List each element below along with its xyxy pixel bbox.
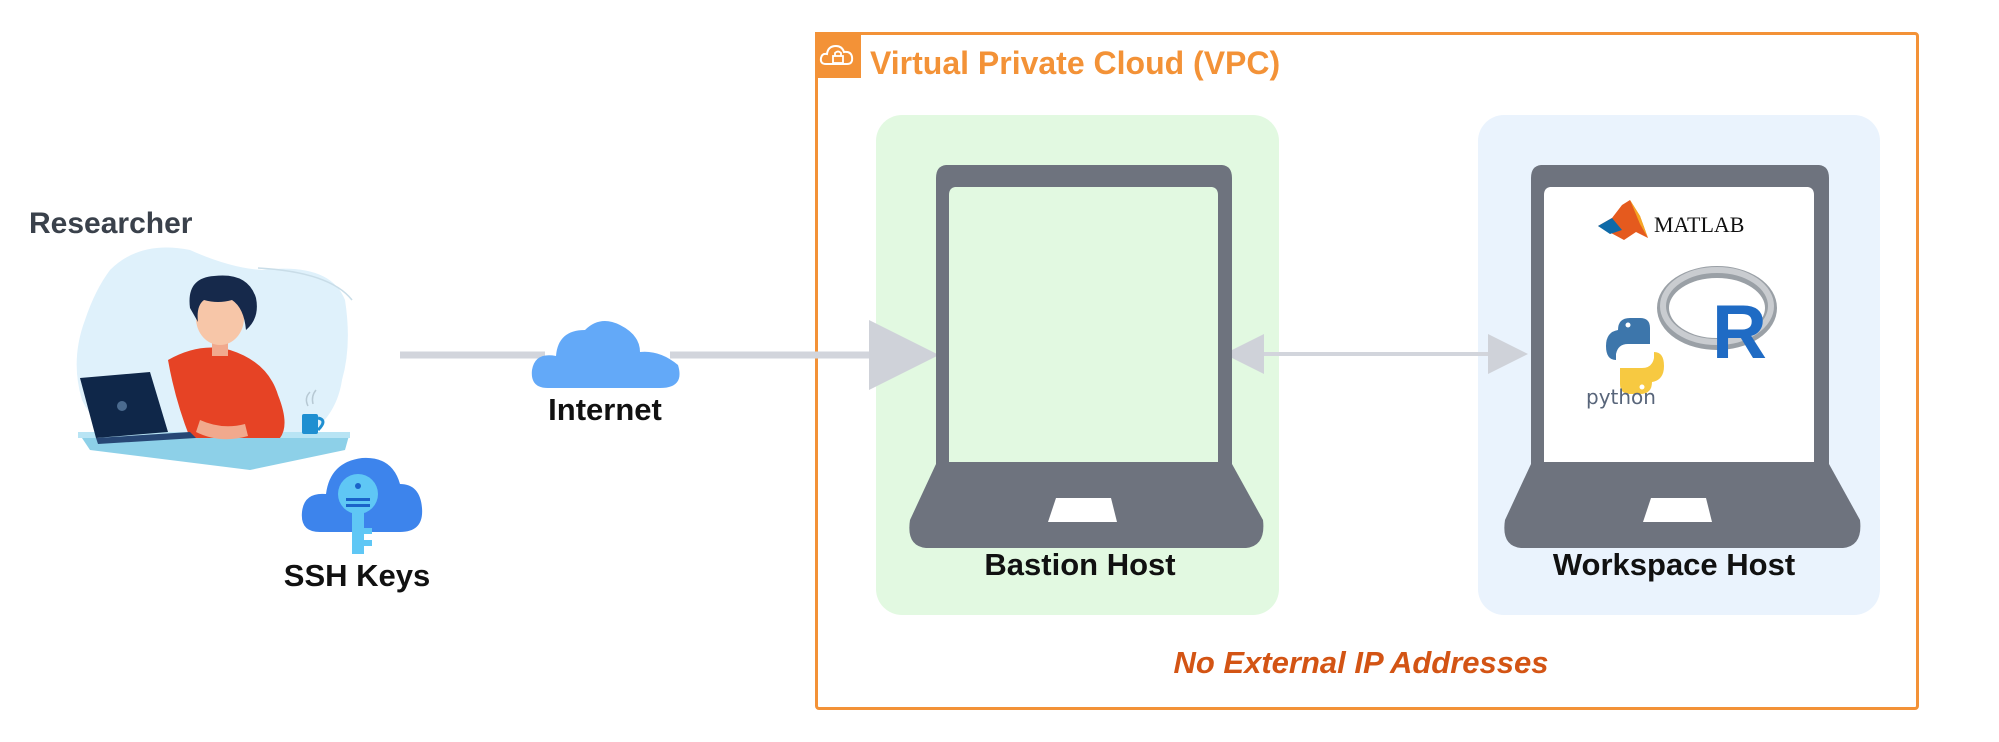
r-logo: R: [1657, 266, 1777, 375]
ssh-keys-label: SSH Keys: [283, 558, 431, 593]
r-label: R: [1712, 290, 1767, 375]
researcher-illustration: [76, 247, 353, 470]
workspace-laptop-icon: [1504, 165, 1861, 548]
matlab-label: MATLAB: [1654, 212, 1744, 237]
bastion-laptop-icon: [909, 165, 1264, 548]
matlab-logo: MATLAB: [1598, 200, 1744, 240]
vpc-lock-cloud-icon: [815, 32, 861, 78]
workspace-host-label: Workspace Host: [1552, 547, 1796, 582]
vpc-boundary: [815, 32, 1919, 710]
internet-cloud-icon: [531, 321, 680, 388]
researcher-label: Researcher: [29, 207, 193, 240]
python-logo: python: [1586, 318, 1664, 409]
no-external-ip-note: No External IP Addresses: [1173, 645, 1549, 680]
bastion-host-label: Bastion Host: [984, 547, 1176, 582]
python-label: python: [1586, 385, 1656, 409]
ssh-key-cloud-icon: [301, 457, 423, 554]
vpc-title: Virtual Private Cloud (VPC): [870, 45, 1281, 81]
internet-label: Internet: [548, 392, 662, 427]
